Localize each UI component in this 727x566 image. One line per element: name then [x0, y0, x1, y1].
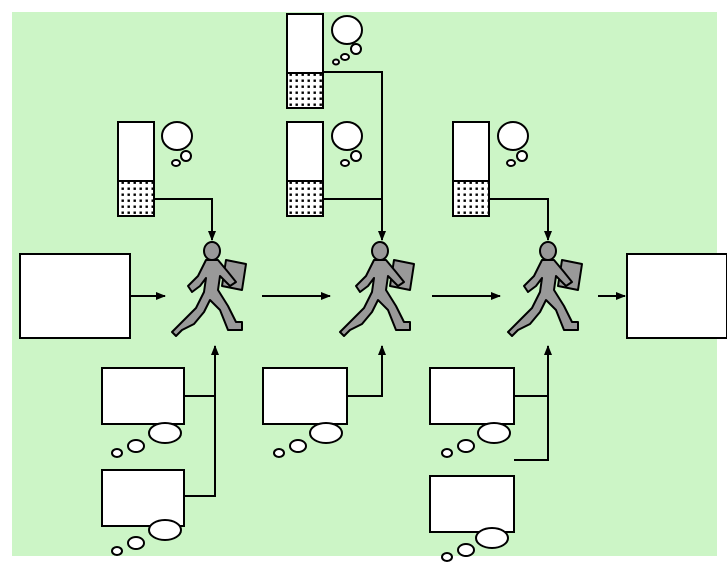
thought-bubble-icon: [331, 15, 363, 66]
input-box: [19, 253, 131, 339]
worker-2-resource-a: [262, 367, 348, 458]
resource-box: [429, 475, 515, 533]
output-box: [626, 253, 727, 339]
container-1-connector: [154, 198, 216, 241]
container-2a: [286, 13, 363, 109]
worker-3-resource-a: [429, 367, 515, 458]
resource-box: [429, 367, 515, 425]
container-3: [452, 121, 529, 217]
container-fill-level: [454, 181, 488, 215]
container-2a-connector: [323, 71, 386, 241]
resource-box: [262, 367, 348, 425]
thought-cloud-icon: [441, 527, 509, 562]
thought-bubble-icon: [331, 121, 363, 167]
worker-3-resource-connector: [514, 345, 552, 461]
container-fill-level: [288, 73, 322, 107]
container-fill-level: [119, 181, 153, 215]
container-1: [117, 121, 193, 217]
container-fill-level: [288, 181, 322, 215]
worker-2-resource-connector: [347, 345, 386, 397]
worker-3-resource-b: [429, 475, 515, 562]
worker-1-resource-a: [101, 367, 185, 458]
resource-box: [101, 469, 185, 527]
container-2b: [286, 121, 363, 217]
thought-cloud-icon: [111, 422, 182, 458]
worker-1-resource-connector: [184, 345, 219, 497]
thought-bubble-icon: [161, 121, 193, 167]
thought-bubble-icon: [497, 121, 529, 167]
thought-cloud-icon: [441, 422, 511, 458]
resource-box: [101, 367, 185, 425]
thought-cloud-icon: [273, 422, 343, 458]
container-3-connector: [489, 198, 552, 241]
worker-1-resource-b: [101, 469, 185, 556]
thought-cloud-icon: [111, 519, 182, 556]
